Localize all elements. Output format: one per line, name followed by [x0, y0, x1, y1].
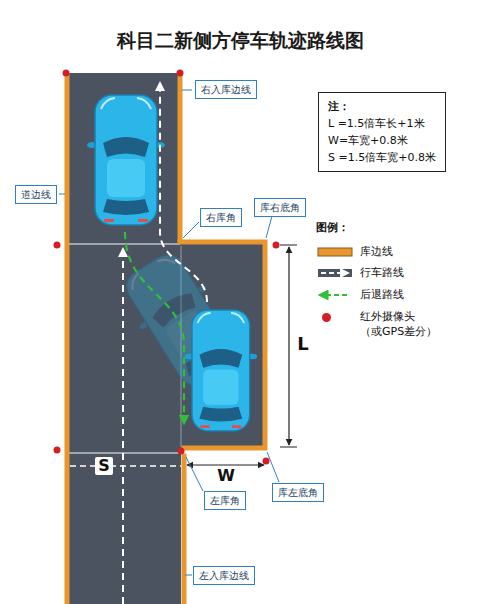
legend-sample: [318, 248, 352, 256]
node-text: 注：: [328, 98, 436, 115]
node-text: L =1.5倍车长+1米: [328, 115, 436, 132]
title: 科目二新侧方停车轨迹路线图: [0, 28, 480, 54]
callout-box: 左库角: [204, 491, 246, 510]
dimension-label: L: [297, 334, 308, 355]
node-text: 右库角: [206, 211, 236, 224]
legend-text: 红外摄像头 （或GPS差分）: [360, 310, 460, 340]
dimension-label: W: [217, 467, 235, 485]
note-box: 注：L =1.5倍车长+1米W=车宽+0.8米S =1.5倍车宽+0.8米: [318, 92, 446, 172]
node-text: 库左底角: [278, 486, 318, 499]
legend-sample: [321, 272, 345, 274]
callout-box: 右库角: [200, 208, 242, 227]
callout-box: 右入库边线: [195, 80, 257, 99]
callout-box: 库右底角: [254, 198, 306, 217]
node-text: 库右底角: [260, 201, 300, 214]
legend-swatch: [322, 313, 331, 322]
legend-text: 行车路线: [360, 266, 404, 281]
node-text: 道边线: [21, 188, 51, 201]
legend-text: 库边线: [360, 245, 393, 260]
node-text: W=车宽+0.8米: [328, 132, 436, 149]
callout-box: 左入库边线: [193, 566, 255, 585]
legend-heading: 图例：: [316, 222, 349, 235]
legend-sample: [323, 294, 347, 296]
legend-sample: [318, 269, 352, 277]
legend-text: 后退路线: [360, 288, 404, 303]
node-text: 左入库边线: [199, 569, 249, 582]
callout-box: 库左底角: [272, 483, 324, 502]
node-text: S =1.5倍车宽+0.8米: [328, 149, 436, 166]
callout-box: 道边线: [15, 185, 57, 204]
node-text: 左库角: [210, 494, 240, 507]
node-text: 右入库边线: [201, 83, 251, 96]
dimension-label: S: [95, 457, 113, 475]
